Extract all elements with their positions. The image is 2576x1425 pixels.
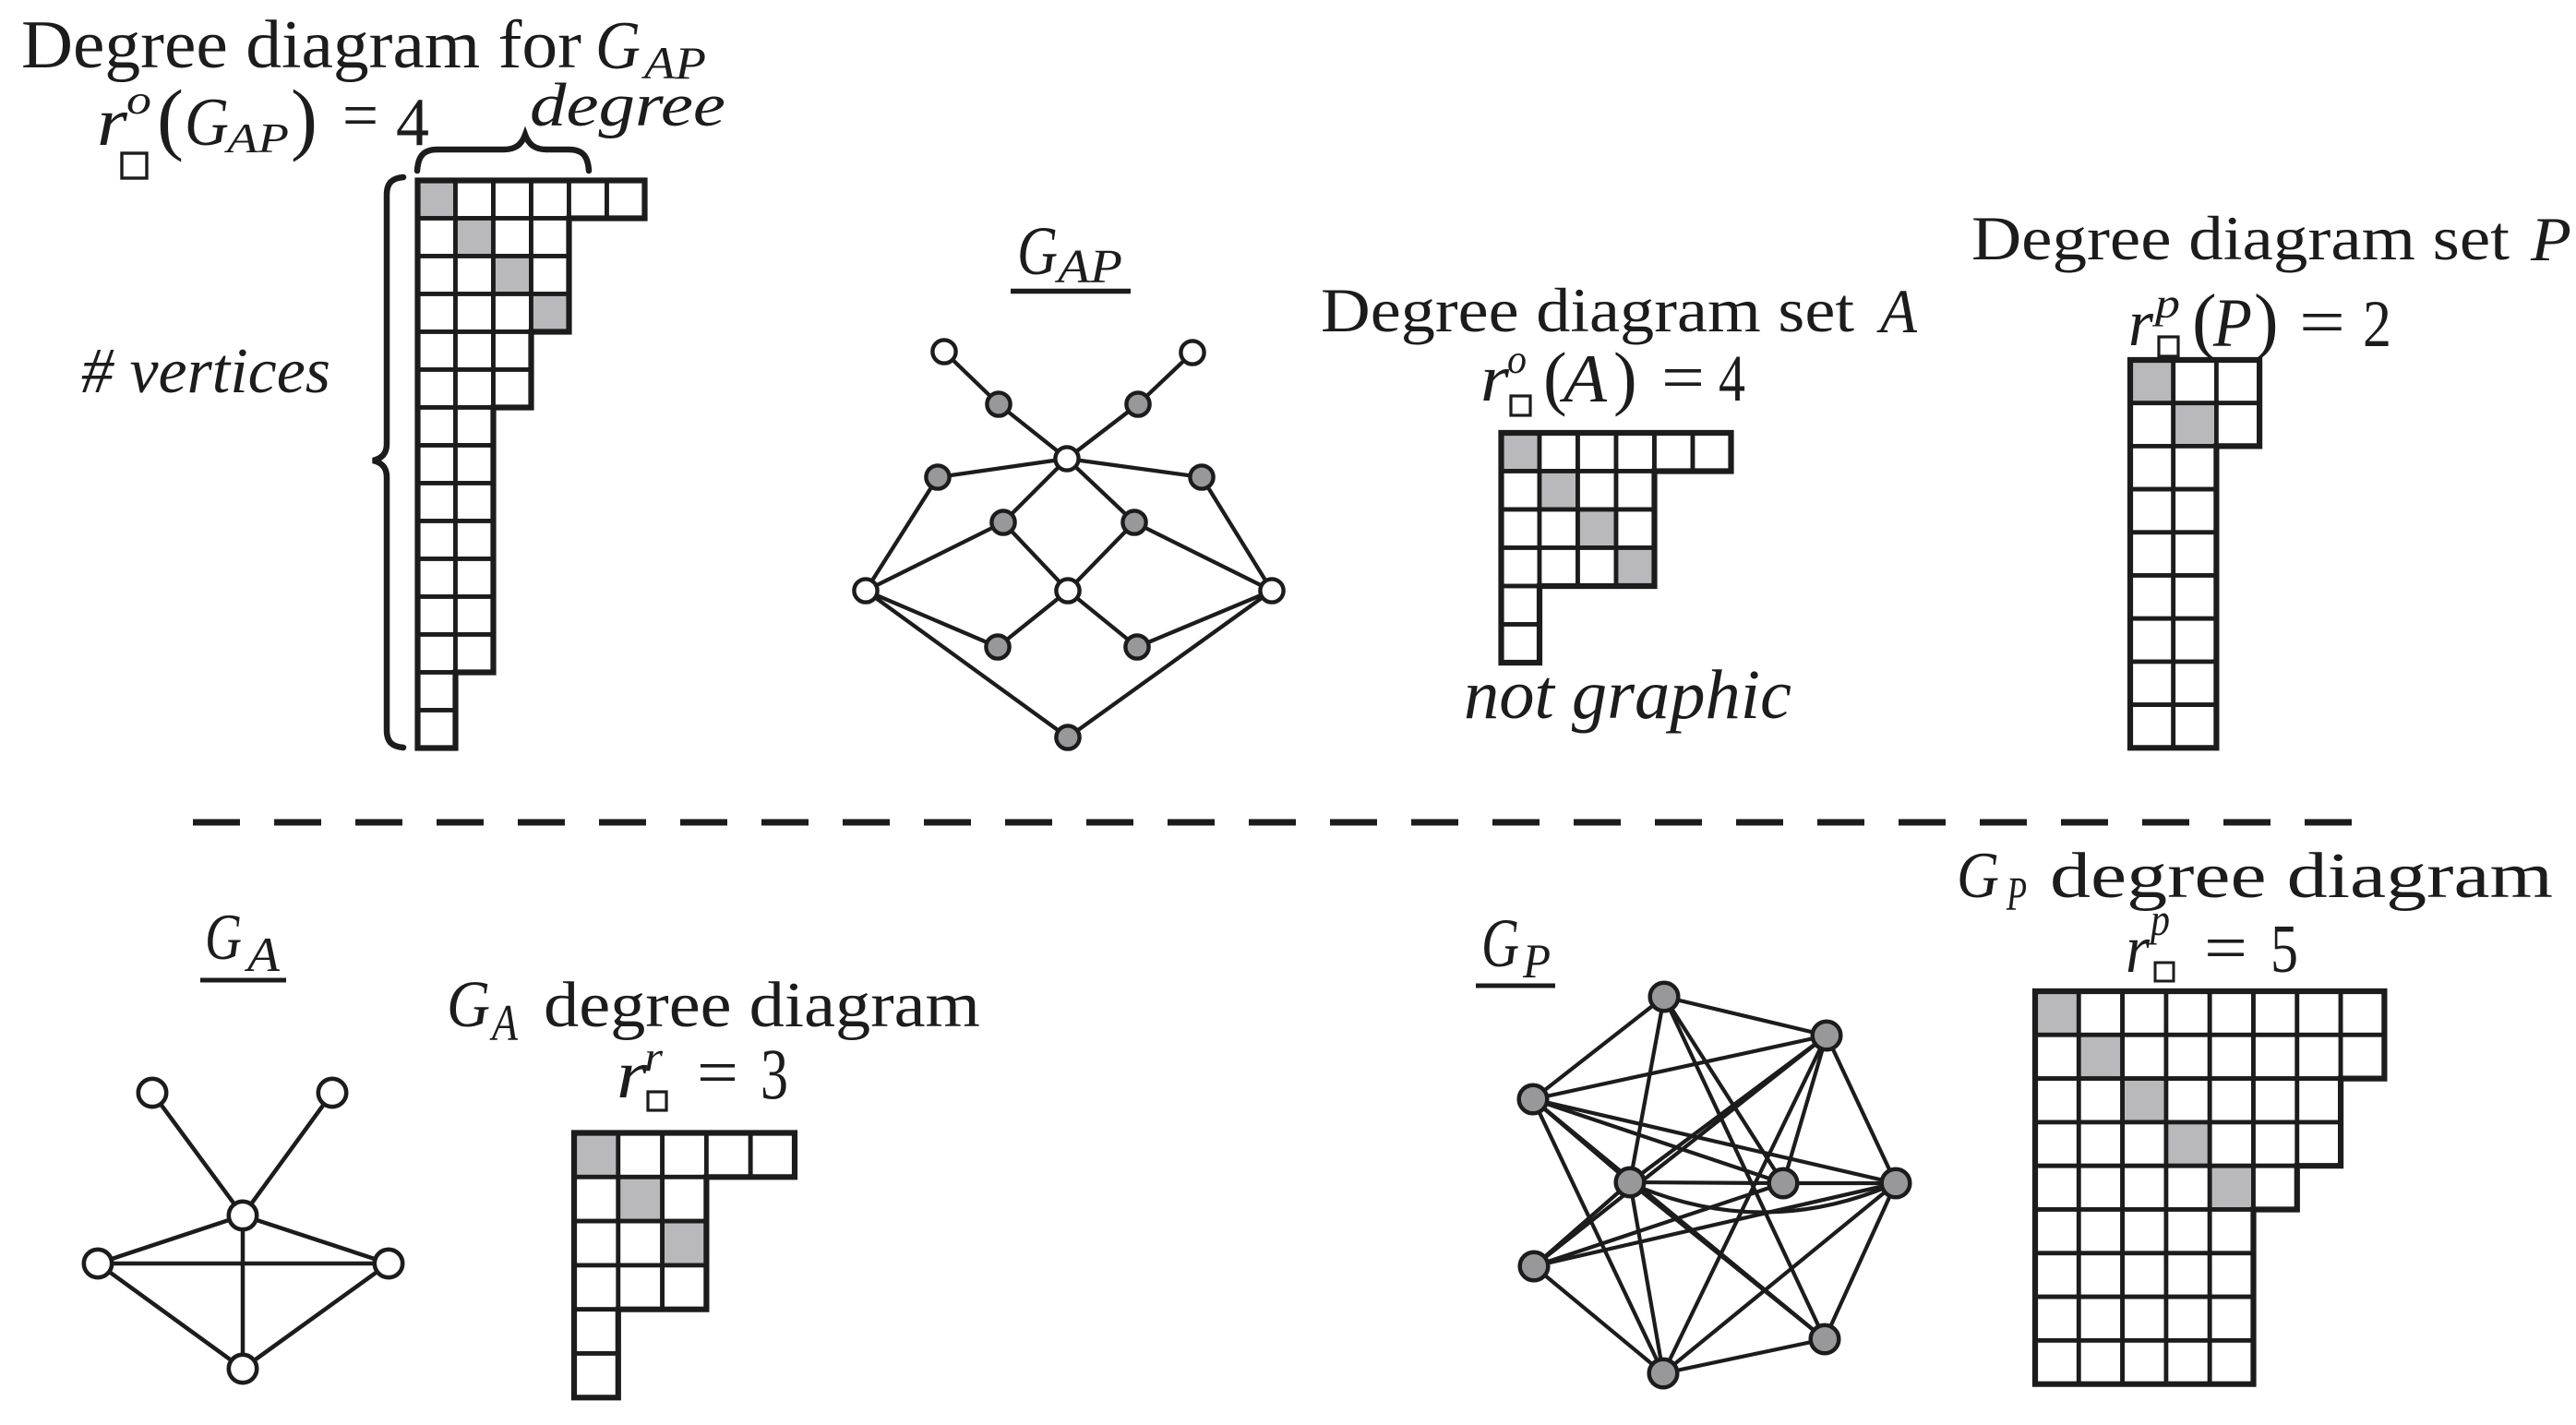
svg-text:degree diagram: degree diagram bbox=[544, 970, 980, 1041]
svg-text:degree diagram: degree diagram bbox=[2050, 841, 2553, 912]
svg-text:G: G bbox=[1957, 840, 1999, 912]
svg-text:G: G bbox=[185, 85, 229, 161]
svg-text:(: ( bbox=[157, 73, 184, 162]
svg-text:r: r bbox=[2128, 286, 2154, 360]
svg-text:p: p bbox=[2148, 893, 2170, 945]
svg-text:r: r bbox=[1480, 341, 1510, 415]
svg-text:(: ( bbox=[2192, 281, 2217, 362]
svg-text:A: A bbox=[1876, 276, 1917, 346]
svg-text:G: G bbox=[595, 8, 641, 84]
svg-text:2: 2 bbox=[2363, 287, 2391, 361]
svg-text:Degree diagram set: Degree diagram set bbox=[1971, 203, 2510, 273]
svg-text:P: P bbox=[2212, 285, 2252, 362]
svg-text:r: r bbox=[617, 1037, 648, 1113]
svg-text:o: o bbox=[1507, 337, 1527, 382]
svg-text:P: P bbox=[2530, 204, 2571, 274]
svg-text:=: = bbox=[342, 78, 378, 152]
svg-text:P: P bbox=[1522, 935, 1551, 988]
svg-text:A: A bbox=[1559, 341, 1608, 417]
svg-text:o: o bbox=[126, 78, 151, 123]
svg-text:P: P bbox=[2006, 868, 2027, 921]
svg-text:Degree diagram set: Degree diagram set bbox=[1321, 275, 1854, 345]
svg-text:4: 4 bbox=[396, 85, 429, 161]
svg-text:5: 5 bbox=[2270, 912, 2298, 988]
svg-text:(: ( bbox=[1543, 338, 1567, 417]
svg-text:): ) bbox=[1613, 338, 1637, 417]
svg-text:=: = bbox=[2299, 285, 2345, 359]
svg-text:A: A bbox=[245, 928, 281, 982]
svg-text:p: p bbox=[2151, 280, 2180, 327]
svg-text:G: G bbox=[205, 902, 242, 974]
svg-text:G: G bbox=[1017, 213, 1058, 290]
svg-text:AP: AP bbox=[223, 114, 289, 162]
svg-text:=: = bbox=[697, 1036, 738, 1109]
svg-text:A: A bbox=[489, 995, 519, 1052]
svg-text:4: 4 bbox=[1719, 341, 1745, 415]
svg-text:3: 3 bbox=[761, 1034, 788, 1114]
svg-text:r: r bbox=[644, 1033, 664, 1080]
svg-text:not graphic: not graphic bbox=[1464, 656, 1791, 734]
svg-text:G: G bbox=[1481, 905, 1519, 982]
svg-text:r: r bbox=[2126, 912, 2151, 988]
svg-text:G: G bbox=[447, 967, 490, 1041]
svg-text:Degree diagram for: Degree diagram for bbox=[21, 7, 581, 83]
svg-text:r: r bbox=[97, 85, 128, 161]
svg-text:): ) bbox=[2254, 281, 2279, 362]
svg-text:AP: AP bbox=[1055, 241, 1122, 293]
svg-text:): ) bbox=[291, 73, 318, 162]
svg-text:degree: degree bbox=[530, 71, 725, 139]
svg-text:AP: AP bbox=[641, 37, 706, 89]
svg-text:# vertices: # vertices bbox=[81, 336, 330, 407]
svg-text:=: = bbox=[1661, 341, 1705, 414]
svg-text:=: = bbox=[2204, 911, 2247, 985]
